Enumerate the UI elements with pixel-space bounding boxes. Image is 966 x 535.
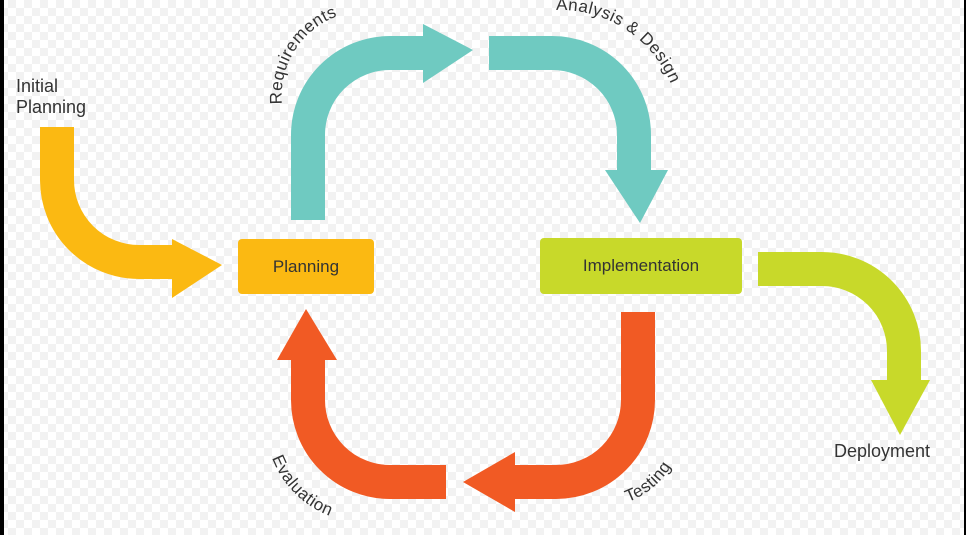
evaluation-arrow-shaft xyxy=(291,358,446,499)
evaluation-arrow xyxy=(277,309,446,499)
planning-node: Planning xyxy=(238,239,374,294)
left-edge-border xyxy=(0,0,4,535)
initial-planning-label: Initial Planning xyxy=(16,76,87,117)
testing-arrow-shaft xyxy=(513,312,655,499)
initial-planning-arrow-head xyxy=(172,239,222,298)
deployment-arrow xyxy=(758,252,930,435)
deployment-arrow-shaft xyxy=(758,252,921,382)
analysis-design-arrow-head xyxy=(605,170,668,223)
testing-arrow-head xyxy=(463,452,515,512)
implementation-node: Implementation xyxy=(540,238,742,294)
testing-arrow xyxy=(463,312,655,512)
analysis-design-arrow-shaft xyxy=(489,36,651,172)
initial-planning-arrow xyxy=(40,127,222,298)
implementation-node-label: Implementation xyxy=(582,256,700,275)
planning-node-label: Planning xyxy=(272,256,340,276)
requirements-arrow xyxy=(291,24,473,220)
right-edge-border xyxy=(964,0,966,535)
deployment-arrow-head xyxy=(871,380,930,435)
analysis-design-arrow xyxy=(489,36,668,223)
initial-planning-arrow-shaft xyxy=(40,127,174,279)
deployment-label: Deployment xyxy=(834,441,931,461)
evaluation-arrow-head xyxy=(277,309,337,360)
requirements-arrow-head xyxy=(423,24,473,83)
requirements-arrow-shaft xyxy=(291,36,425,220)
